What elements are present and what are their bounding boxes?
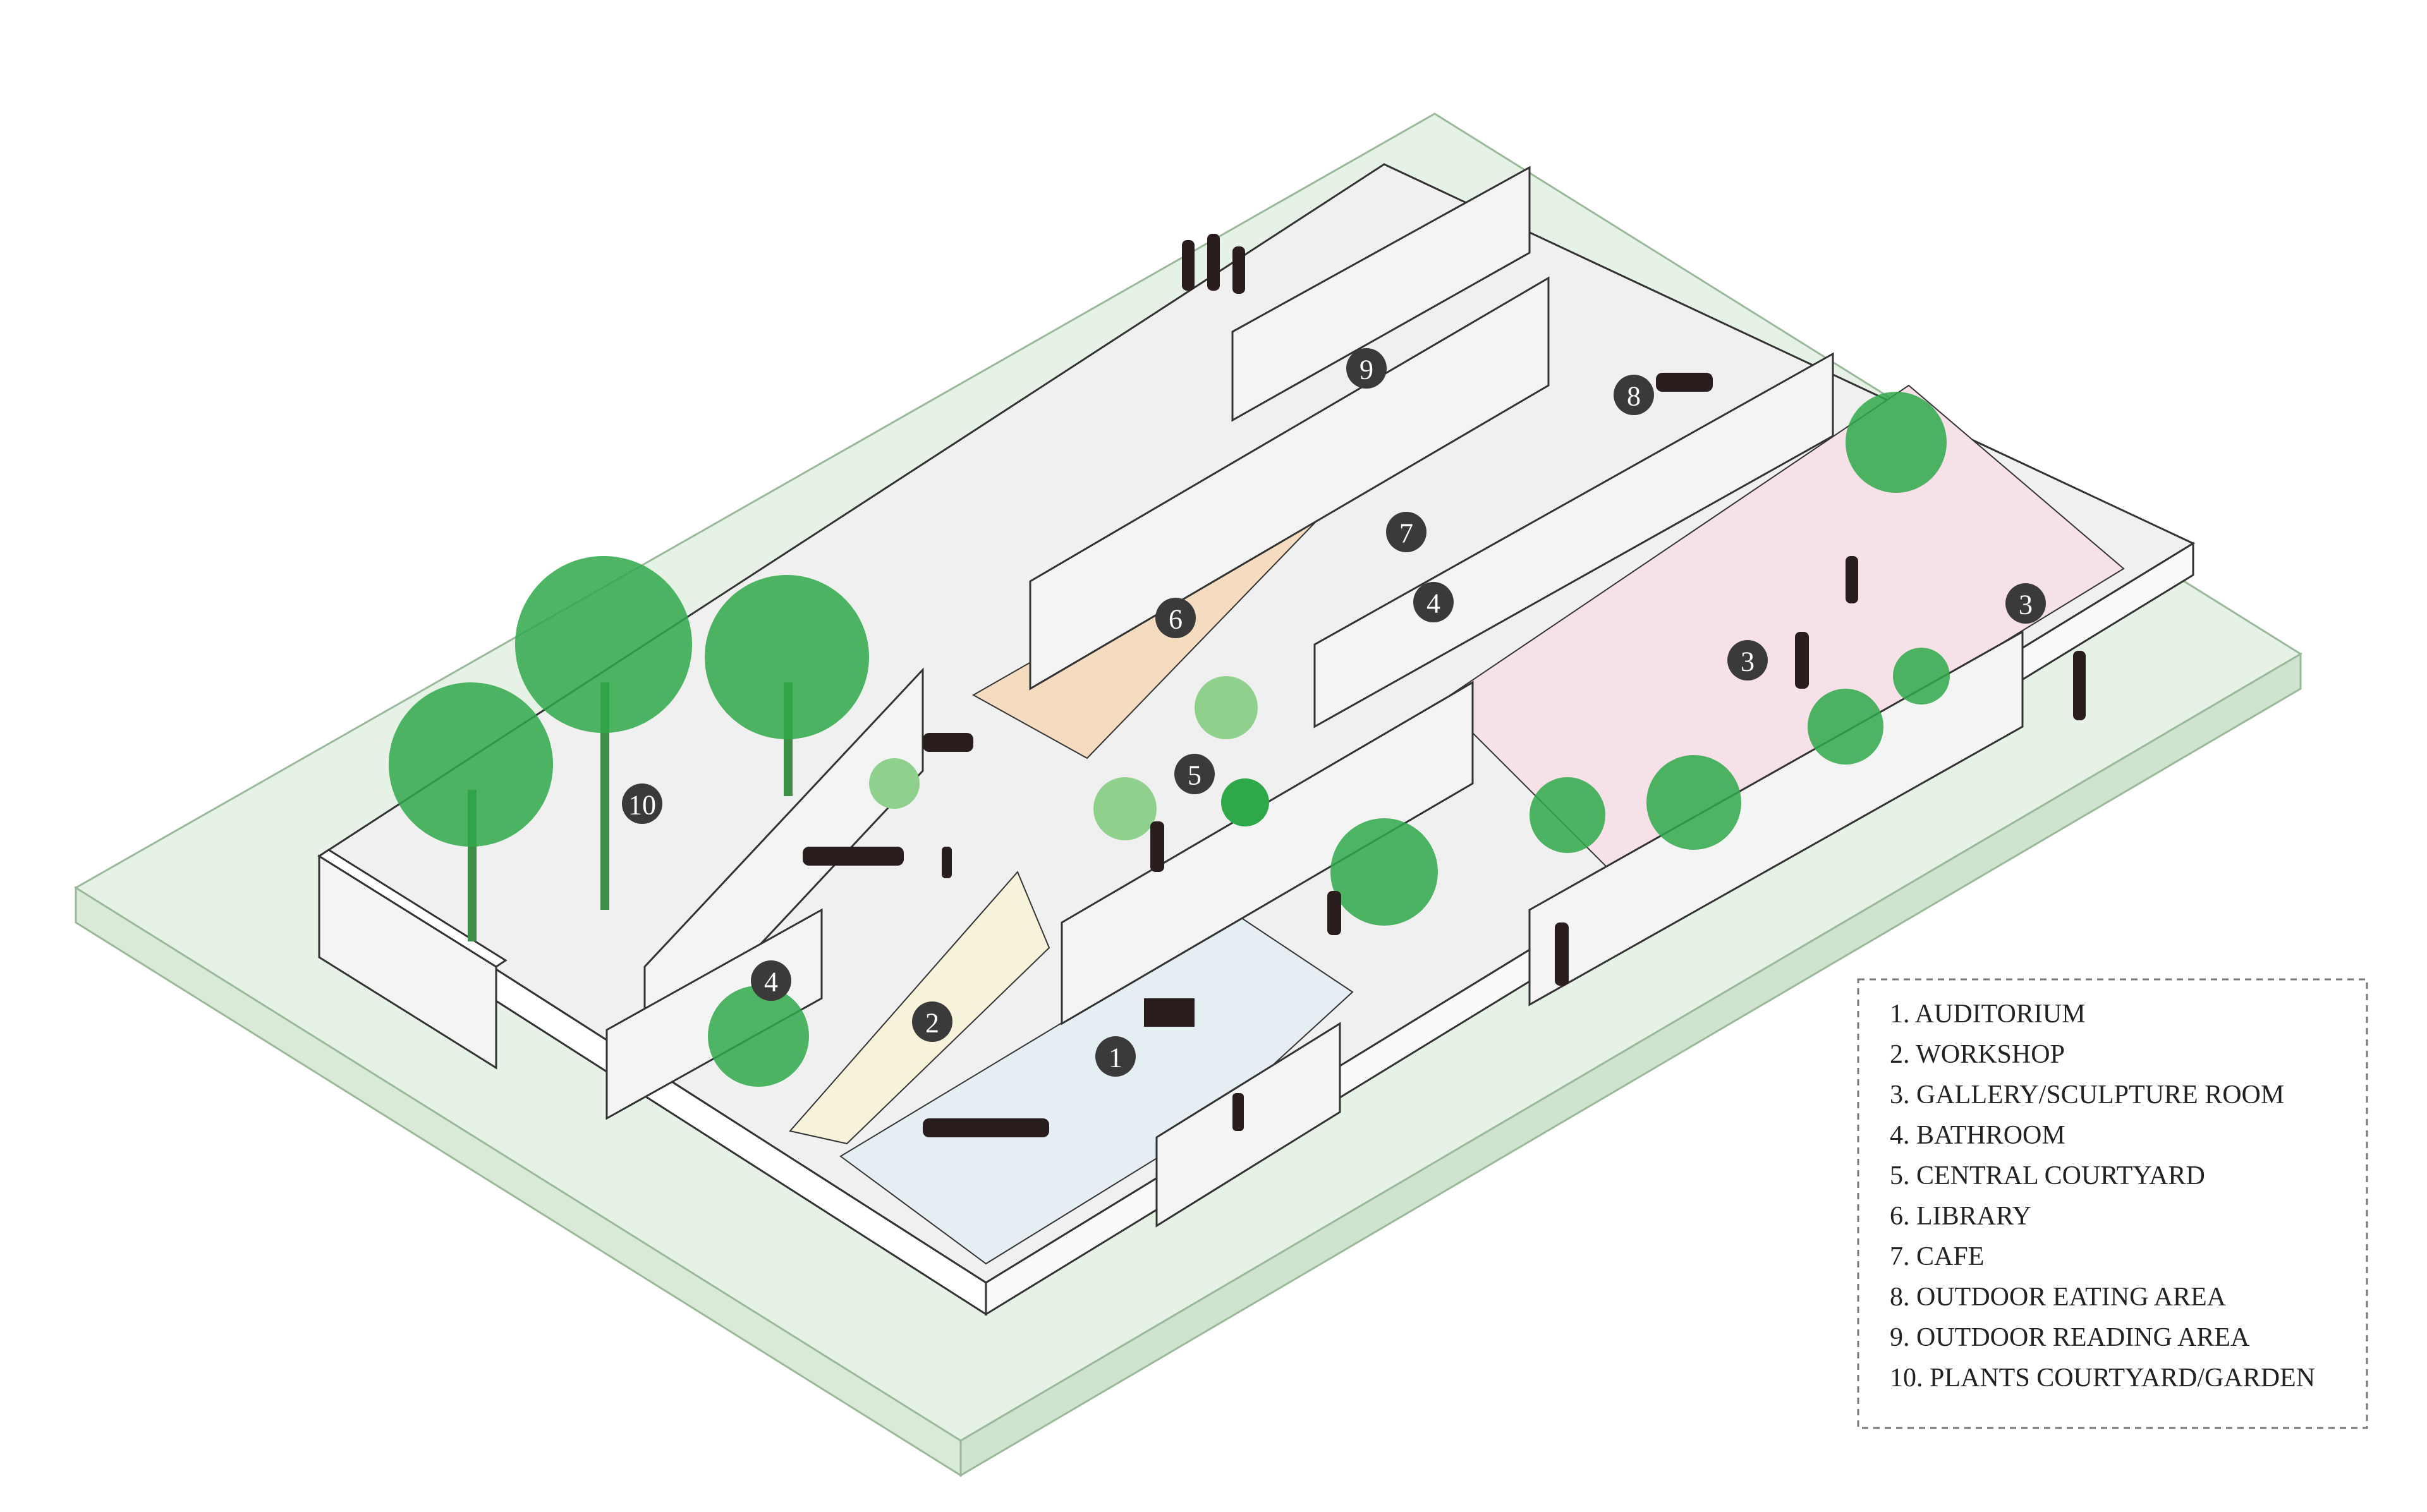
tree-canopy: [515, 556, 692, 733]
tree-garden-1: [389, 682, 553, 941]
marker-circle: [1386, 512, 1426, 552]
zone-marker-cafe: 7: [1386, 512, 1426, 552]
legend-item: 4. BATHROOM: [1890, 1121, 2065, 1150]
marker-label: 9: [1359, 354, 1373, 385]
marker-circle: [1346, 348, 1387, 389]
person-figure: [1846, 556, 1858, 603]
zone-marker-outdoor-eating: 8: [1614, 375, 1654, 415]
marker-circle: [1155, 598, 1196, 638]
marker-circle: [1614, 375, 1654, 415]
zone-markers: 1 2 3 3 4 4 5 6 7 8 9 10: [622, 348, 2046, 1077]
legend-item: 10. PLANTS COURTYARD/GARDEN: [1890, 1364, 2315, 1393]
tree-trunk: [600, 682, 609, 910]
person-figure: [1182, 240, 1195, 291]
marker-label: 4: [764, 967, 778, 998]
person-figure: [1207, 234, 1220, 291]
person-figure: [1232, 246, 1245, 294]
tree-canopy: [389, 682, 553, 847]
wall-front-left-top: [317, 849, 508, 968]
trees: [389, 392, 1950, 1087]
legend-frame: [1857, 978, 2368, 1429]
legend-item: 9. OUTDOOR READING AREA: [1890, 1323, 2250, 1352]
person-figure: [1232, 1093, 1244, 1131]
marker-circle: [622, 783, 662, 824]
zone-marker-bathroom-b: 4: [1413, 582, 1454, 622]
marker-label: 6: [1169, 604, 1183, 635]
marker-label: 8: [1627, 381, 1641, 412]
legend-item: 7. CAFE: [1890, 1242, 1984, 1271]
zone-marker-auditorium: 1: [1095, 1036, 1136, 1077]
seating-group: [1656, 373, 1713, 392]
zone-marker-workshop: 2: [912, 1001, 952, 1042]
tree-gallery-5: [1893, 648, 1950, 705]
legend-item: 6. LIBRARY: [1890, 1202, 2031, 1231]
marker-circle: [1174, 754, 1215, 794]
zone-marker-bathroom-a: 4: [751, 960, 791, 1001]
marker-circle: [1413, 582, 1454, 622]
marker-circle: [751, 960, 791, 1001]
legend-item: 8. OUTDOOR EATING AREA: [1890, 1283, 2227, 1312]
walls: [317, 166, 2024, 1228]
zone-marker-central-courtyard: 5: [1174, 754, 1215, 794]
tree-gallery-3: [1646, 755, 1741, 850]
wall-auditorium-east: [1155, 1022, 1341, 1228]
marker-label: 3: [1741, 646, 1755, 677]
zone-marker-gallery-b: 3: [2005, 583, 2046, 624]
tree-garden-3: [705, 575, 869, 796]
legend-item: 5. CENTRAL COURTYARD: [1890, 1161, 2205, 1190]
zone-marker-gallery-a: 3: [1727, 640, 1768, 680]
person-figure: [1555, 922, 1569, 986]
marker-label: 4: [1426, 588, 1440, 619]
tree-canopy: [705, 575, 869, 739]
zone-marker-plants-garden: 10: [622, 783, 662, 824]
person-figure: [2073, 651, 2086, 720]
zone-marker-library: 6: [1155, 598, 1196, 638]
person-figure: [942, 847, 952, 878]
seating-group: [923, 733, 973, 752]
seating-group: [803, 847, 904, 866]
tree-courtyard-1: [1195, 676, 1258, 739]
marker-circle: [912, 1001, 952, 1042]
wall-gallery-divider: [1313, 352, 1834, 729]
person-figure: [1795, 632, 1809, 689]
marker-circle: [1095, 1036, 1136, 1077]
marker-label: 5: [1188, 760, 1201, 791]
figures: [803, 234, 2086, 1137]
legend: 1. AUDITORIUM 2. WORKSHOP 3. GALLERY/SCULP…: [1857, 978, 2368, 1429]
person-figure: [1327, 891, 1341, 935]
marker-label: 7: [1399, 518, 1413, 549]
person-figure: [1150, 821, 1164, 872]
legend-items: 1. AUDITORIUM 2. WORKSHOP 3. GALLERY/SCULP…: [1890, 1000, 2315, 1393]
marker-label: 10: [628, 790, 656, 821]
legend-item: 1. AUDITORIUM: [1890, 1000, 2086, 1029]
tree-garden-2: [515, 556, 692, 910]
seating-group: [923, 1118, 1049, 1137]
tree-gallery-2: [1808, 689, 1883, 765]
marker-circle: [2005, 583, 2046, 624]
marker-label: 2: [925, 1008, 939, 1039]
wall-central-south: [1061, 680, 1474, 1025]
piano: [1144, 998, 1195, 1027]
tree-gallery-1: [1846, 392, 1947, 493]
wall-north: [1231, 166, 1531, 422]
tree-gallery-4: [1530, 777, 1605, 853]
marker-label: 3: [2019, 590, 2033, 620]
tree-auditorium: [1330, 818, 1438, 926]
marker-label: 1: [1109, 1043, 1122, 1074]
tree-bathroom: [708, 986, 809, 1087]
tree-courtyard-2: [1093, 777, 1157, 840]
marker-circle: [1727, 640, 1768, 680]
zone-marker-outdoor-reading: 9: [1346, 348, 1387, 389]
legend-item: 2. WORKSHOP: [1890, 1040, 2065, 1069]
legend-item: 3. GALLERY/SCULPTURE ROOM: [1890, 1080, 2284, 1110]
tree-courtyard-3: [1221, 778, 1269, 826]
tree-courtyard-small: [869, 758, 920, 809]
